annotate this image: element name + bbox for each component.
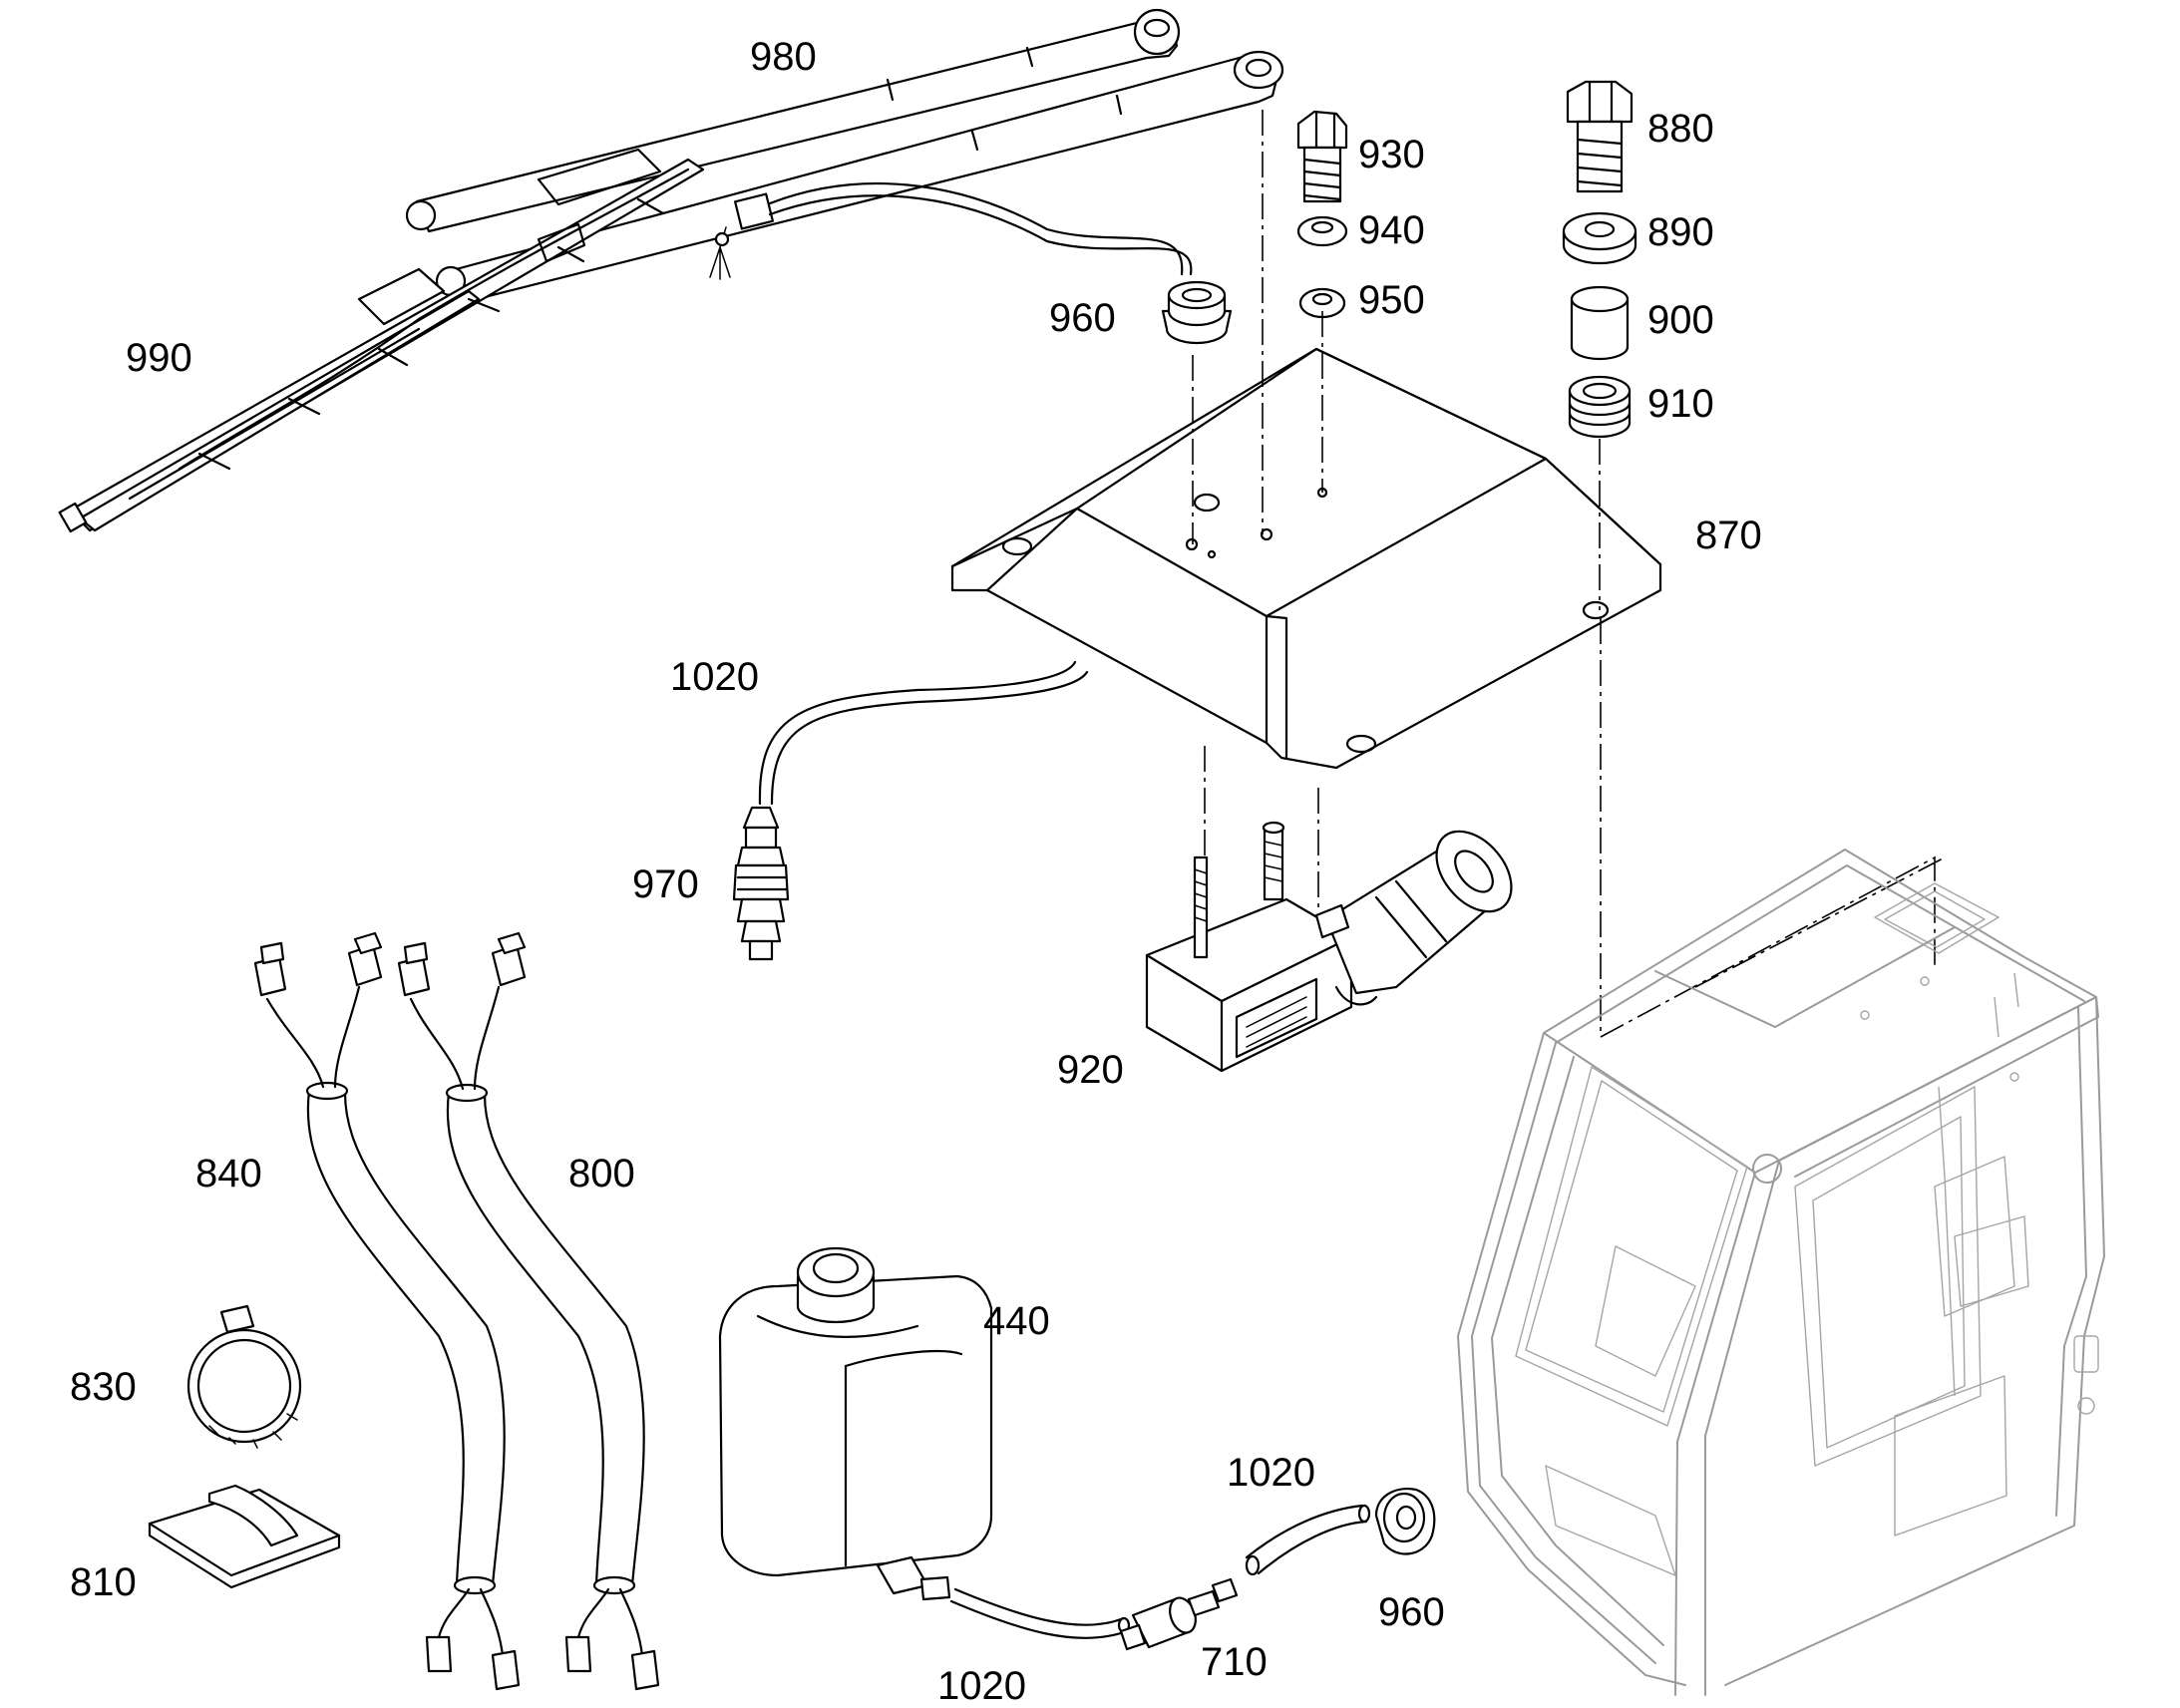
harness-800 bbox=[397, 931, 660, 1691]
wiper-motor-920 bbox=[1145, 821, 1513, 1073]
label-710: 710 bbox=[1201, 1640, 1268, 1684]
grommet-960-top bbox=[1161, 280, 1233, 345]
clip-base-810 bbox=[148, 1484, 341, 1589]
hose-clamp-830 bbox=[186, 1304, 302, 1449]
grommet-960-bottom bbox=[1374, 1488, 1436, 1555]
label-880: 880 bbox=[1647, 107, 1714, 151]
label-870: 870 bbox=[1695, 513, 1762, 557]
label-960-bottom: 960 bbox=[1378, 1590, 1445, 1634]
grommet-910 bbox=[1568, 375, 1632, 439]
operator-cab bbox=[1457, 849, 2105, 1696]
label-840: 840 bbox=[195, 1152, 262, 1196]
hose-1020-short bbox=[1245, 1504, 1371, 1576]
label-970: 970 bbox=[632, 862, 699, 906]
check-valve-710 bbox=[1119, 1577, 1239, 1651]
spacer-900 bbox=[1570, 285, 1630, 361]
label-920: 920 bbox=[1057, 1048, 1124, 1092]
wiper-blade bbox=[58, 148, 705, 533]
washer-reservoir-440 bbox=[718, 1246, 993, 1601]
label-1020-upper: 1020 bbox=[670, 655, 759, 699]
label-900: 900 bbox=[1647, 298, 1714, 342]
label-1020-bottom: 1020 bbox=[937, 1664, 1026, 1708]
bolt-930 bbox=[1296, 110, 1348, 203]
label-940: 940 bbox=[1358, 208, 1425, 252]
label-930: 930 bbox=[1358, 133, 1425, 176]
label-890: 890 bbox=[1647, 210, 1714, 254]
label-910: 910 bbox=[1647, 382, 1714, 426]
part-labels: 980 990 930 940 950 960 880 890 900 910 … bbox=[70, 35, 1762, 1708]
label-980: 980 bbox=[750, 35, 817, 79]
harness-840 bbox=[253, 931, 521, 1691]
label-830: 830 bbox=[70, 1365, 137, 1409]
bolt-880 bbox=[1566, 80, 1634, 193]
hose-1020-lower bbox=[949, 1587, 1131, 1639]
label-950: 950 bbox=[1358, 278, 1425, 322]
wiper-arm-assembly bbox=[405, 8, 1284, 303]
washer-890 bbox=[1562, 211, 1637, 265]
label-1020-right: 1020 bbox=[1227, 1451, 1315, 1495]
washer-940 bbox=[1296, 215, 1348, 247]
assembly-lines bbox=[1192, 110, 1946, 1038]
label-990: 990 bbox=[126, 336, 192, 380]
cover-870 bbox=[950, 347, 1662, 770]
label-960-top: 960 bbox=[1049, 296, 1116, 340]
fitting-970 bbox=[732, 806, 790, 961]
label-810: 810 bbox=[70, 1560, 137, 1604]
label-440: 440 bbox=[983, 1299, 1050, 1343]
hose-1020-upper bbox=[758, 660, 1089, 806]
label-800: 800 bbox=[568, 1152, 635, 1196]
